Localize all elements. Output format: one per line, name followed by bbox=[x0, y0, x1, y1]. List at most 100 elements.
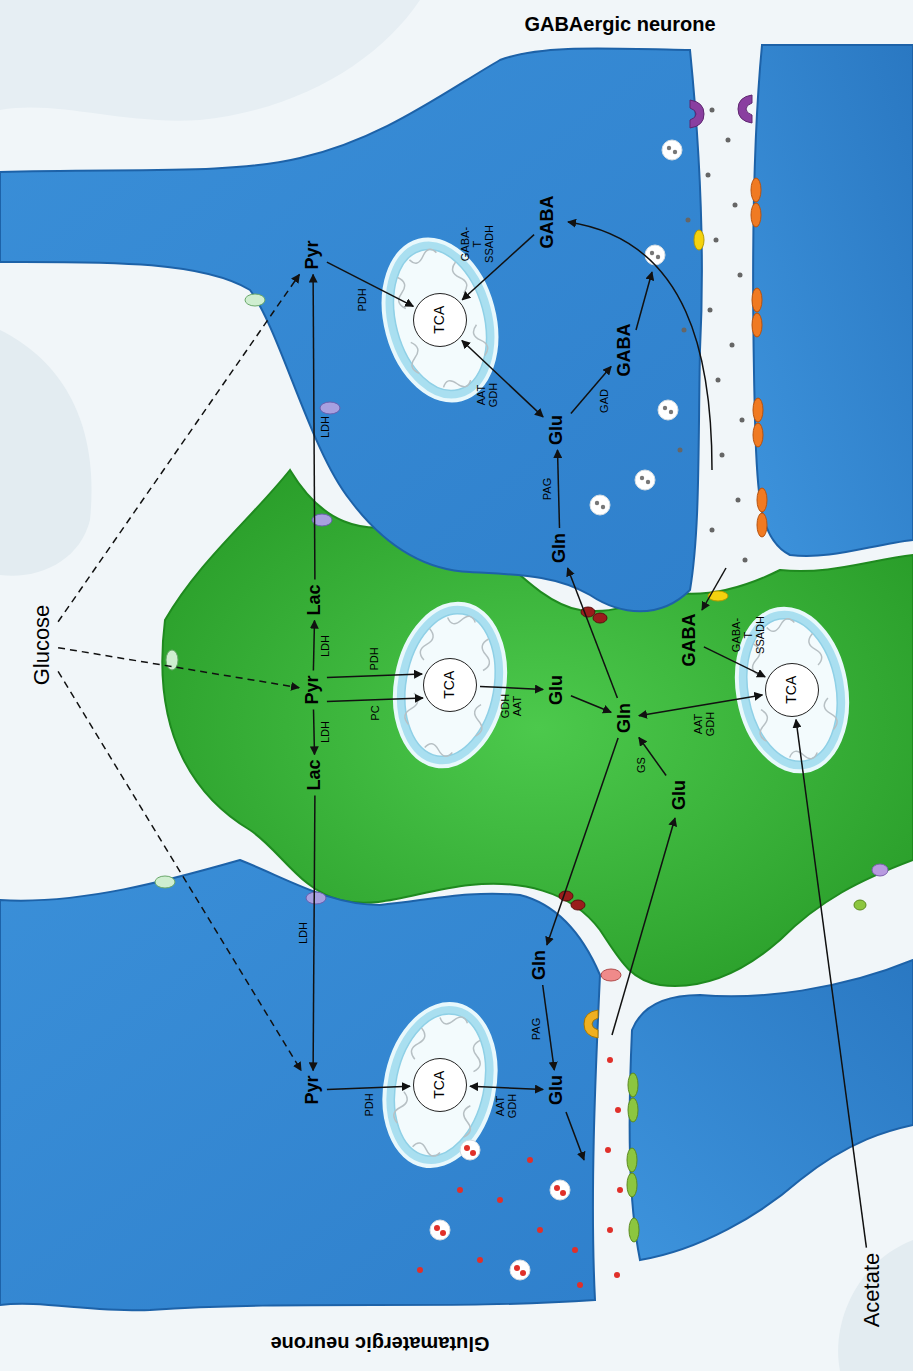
enzyme-label-text: LDH bbox=[297, 922, 309, 944]
pathway-arrow bbox=[462, 341, 543, 417]
enzyme-label: GAD bbox=[598, 389, 610, 413]
enzyme-label-text: AAT GDH bbox=[475, 383, 499, 407]
metabolite-label: Lac bbox=[304, 582, 326, 617]
pathway-arrow bbox=[796, 720, 866, 1248]
node-text: Acetate bbox=[860, 1253, 884, 1328]
node-text: Lac bbox=[305, 759, 325, 790]
pathway-arrow bbox=[571, 366, 611, 413]
metabolite-label: Pyr bbox=[302, 1073, 324, 1106]
pathway-arrow bbox=[639, 695, 763, 716]
enzyme-label: AAT GDH bbox=[692, 712, 716, 736]
enzyme-label: LDH bbox=[297, 922, 309, 944]
enzyme-label: PDH bbox=[356, 289, 368, 312]
node-text: Glu bbox=[547, 675, 567, 705]
enzyme-label: GABA-T SSADH bbox=[730, 616, 766, 654]
enzyme-label-text: GABA-T SSADH bbox=[459, 225, 495, 263]
enzyme-label: PAG bbox=[541, 478, 553, 500]
node-text: Glu bbox=[670, 780, 690, 810]
pathway-arrow bbox=[558, 450, 560, 528]
node-text: GABA bbox=[615, 324, 635, 377]
pathway-arrow bbox=[543, 985, 555, 1070]
enzyme-label-text: PDH bbox=[356, 289, 368, 312]
enzyme-label-text: LDH bbox=[319, 416, 331, 438]
tca-cycle-circle: TCA bbox=[413, 1058, 467, 1112]
glucose-uptake-arrow bbox=[58, 275, 299, 622]
metabolite-label: Pyr bbox=[302, 238, 324, 271]
metabolite-label: GABA bbox=[614, 322, 636, 379]
enzyme-label: GS bbox=[635, 757, 647, 773]
enzyme-label: LDH bbox=[319, 416, 331, 438]
enzyme-label: LDH bbox=[319, 721, 331, 743]
metabolite-label: Pyr bbox=[302, 673, 324, 706]
metabolite-label: Glu bbox=[546, 1073, 568, 1107]
pathway-arrow bbox=[313, 621, 314, 671]
tca-cycle-circle: TCA bbox=[413, 293, 467, 347]
node-text: Pyr bbox=[303, 240, 323, 269]
cell-type-label: Glutamatergic neurone bbox=[271, 1332, 490, 1355]
pathway-arrow bbox=[327, 1086, 410, 1089]
pathway-arrow bbox=[327, 674, 422, 678]
metabolite-label: Gln bbox=[529, 948, 551, 982]
pathway-arrow bbox=[327, 262, 413, 306]
enzyme-label-text: AAT GDH bbox=[692, 712, 716, 736]
enzyme-label-text: AAT GDH bbox=[494, 1093, 518, 1117]
node-text: TCA bbox=[442, 671, 457, 699]
tca-cycle-circle: TCA bbox=[423, 658, 477, 712]
enzyme-label: PAG bbox=[530, 1018, 542, 1040]
enzyme-label: AAT GDH bbox=[475, 383, 499, 407]
substrate-label: Glucose bbox=[29, 603, 55, 688]
node-text: Glu bbox=[547, 1075, 567, 1105]
pathway-arrow bbox=[547, 738, 618, 945]
enzyme-label: PDH bbox=[363, 1093, 375, 1116]
metabolite-label: Gln bbox=[549, 531, 571, 565]
enzyme-label: GABA-T SSADH bbox=[459, 225, 495, 263]
enzyme-label-text: PAG bbox=[530, 1018, 542, 1040]
node-text: Glucose bbox=[30, 605, 54, 686]
enzyme-label-text: GABA-T SSADH bbox=[730, 616, 766, 654]
enzyme-label-text: LDH bbox=[319, 721, 331, 743]
pathway-arrow bbox=[313, 275, 315, 580]
metabolite-label: Glu bbox=[546, 413, 568, 447]
glucose-uptake-arrow bbox=[58, 671, 301, 1070]
metabolite-label: Lac bbox=[304, 757, 326, 792]
node-text: Gln bbox=[550, 533, 570, 563]
pathway-arrow bbox=[568, 568, 618, 698]
node-text: GABA bbox=[538, 196, 558, 249]
enzyme-label-text: LDH bbox=[319, 635, 331, 657]
tca-cycle-circle: TCA bbox=[765, 663, 819, 717]
node-text: Pyr bbox=[303, 675, 323, 704]
enzyme-label: GDH AAT bbox=[499, 693, 523, 717]
pathway-arrow bbox=[313, 796, 315, 1071]
enzyme-label-text: PDH bbox=[363, 1093, 375, 1116]
metabolite-label: Gln bbox=[614, 701, 636, 735]
pathway-arrow bbox=[470, 1086, 543, 1089]
enzyme-label-text: GAD bbox=[598, 389, 610, 413]
metabolite-label: GABA bbox=[679, 612, 701, 669]
enzyme-label: PDH bbox=[368, 647, 380, 670]
node-text: GABA bbox=[680, 614, 700, 667]
cell-type-label: GABAergic neurone bbox=[524, 13, 715, 36]
enzyme-label-text: PC bbox=[369, 705, 381, 720]
node-text: Gln bbox=[530, 950, 550, 980]
enzyme-label-text: PDH bbox=[368, 647, 380, 670]
enzyme-label: LDH bbox=[319, 635, 331, 657]
pathway-arrow bbox=[314, 710, 315, 755]
node-text: Pyr bbox=[303, 1075, 323, 1104]
enzyme-label-text: GDH AAT bbox=[499, 693, 523, 717]
pathway-arrow bbox=[571, 696, 611, 713]
pathway-arrow bbox=[327, 698, 423, 702]
metabolite-label: Glu bbox=[546, 673, 568, 707]
node-text: TCA bbox=[432, 306, 447, 334]
substrate-label: Acetate bbox=[859, 1251, 885, 1330]
enzyme-label-text: GS bbox=[635, 757, 647, 773]
enzyme-label-text: PAG bbox=[541, 478, 553, 500]
node-text: Glu bbox=[547, 415, 567, 445]
pathway-arrow bbox=[480, 686, 543, 689]
node-text: Gln bbox=[615, 703, 635, 733]
metabolite-label: Glu bbox=[669, 778, 691, 812]
enzyme-label: PC bbox=[369, 705, 381, 720]
node-text: TCA bbox=[432, 1071, 447, 1099]
node-text: Lac bbox=[305, 584, 325, 615]
cell-type-label-text: Glutamatergic neurone bbox=[271, 1332, 490, 1355]
metabolite-label: GABA bbox=[537, 194, 559, 251]
